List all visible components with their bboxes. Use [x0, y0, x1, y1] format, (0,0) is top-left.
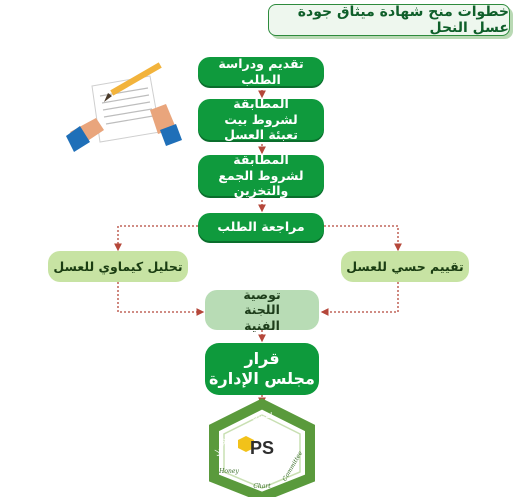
logo-ring-bottom: Chart: [253, 483, 271, 490]
arrow-left-committee: [117, 282, 205, 316]
arrow-s4-left: [114, 225, 198, 252]
step-collection-compliance: المطابقة لشروط الجمع والتخزين: [198, 152, 324, 198]
step-submit-review: تقديم ودراسة الطلب: [198, 56, 324, 87]
arrow-s4-right: [324, 225, 402, 252]
arrow-right-committee: [320, 282, 399, 316]
step-packing-compliance: المطابقة لشروط بيت تعبئة العسل: [198, 96, 324, 142]
step-chemical-analysis: تحليل كيماوي للعسل: [48, 251, 188, 282]
logo-ring-left: Honey: [218, 468, 239, 475]
step-request-review: مراجعة الطلب: [198, 213, 324, 241]
logo-top-text: لميثاق: [252, 411, 273, 420]
logo-letters: PS: [250, 438, 274, 458]
step-sensory-evaluation: تقييم حسي للعسل: [341, 251, 469, 282]
hexagon-icon: [238, 436, 254, 452]
pencil-icon: [104, 62, 162, 102]
board-line-1: قرار: [244, 349, 280, 368]
board-line-2: مجلس الإدارة: [209, 369, 315, 388]
diagram-title: خطوات منح شهادة ميثاق جودة عسل النحل: [268, 4, 510, 36]
step-board-decision: قرار مجلس الإدارة: [205, 343, 319, 395]
step-technical-committee: توصية اللجنة الفنية: [205, 287, 319, 333]
